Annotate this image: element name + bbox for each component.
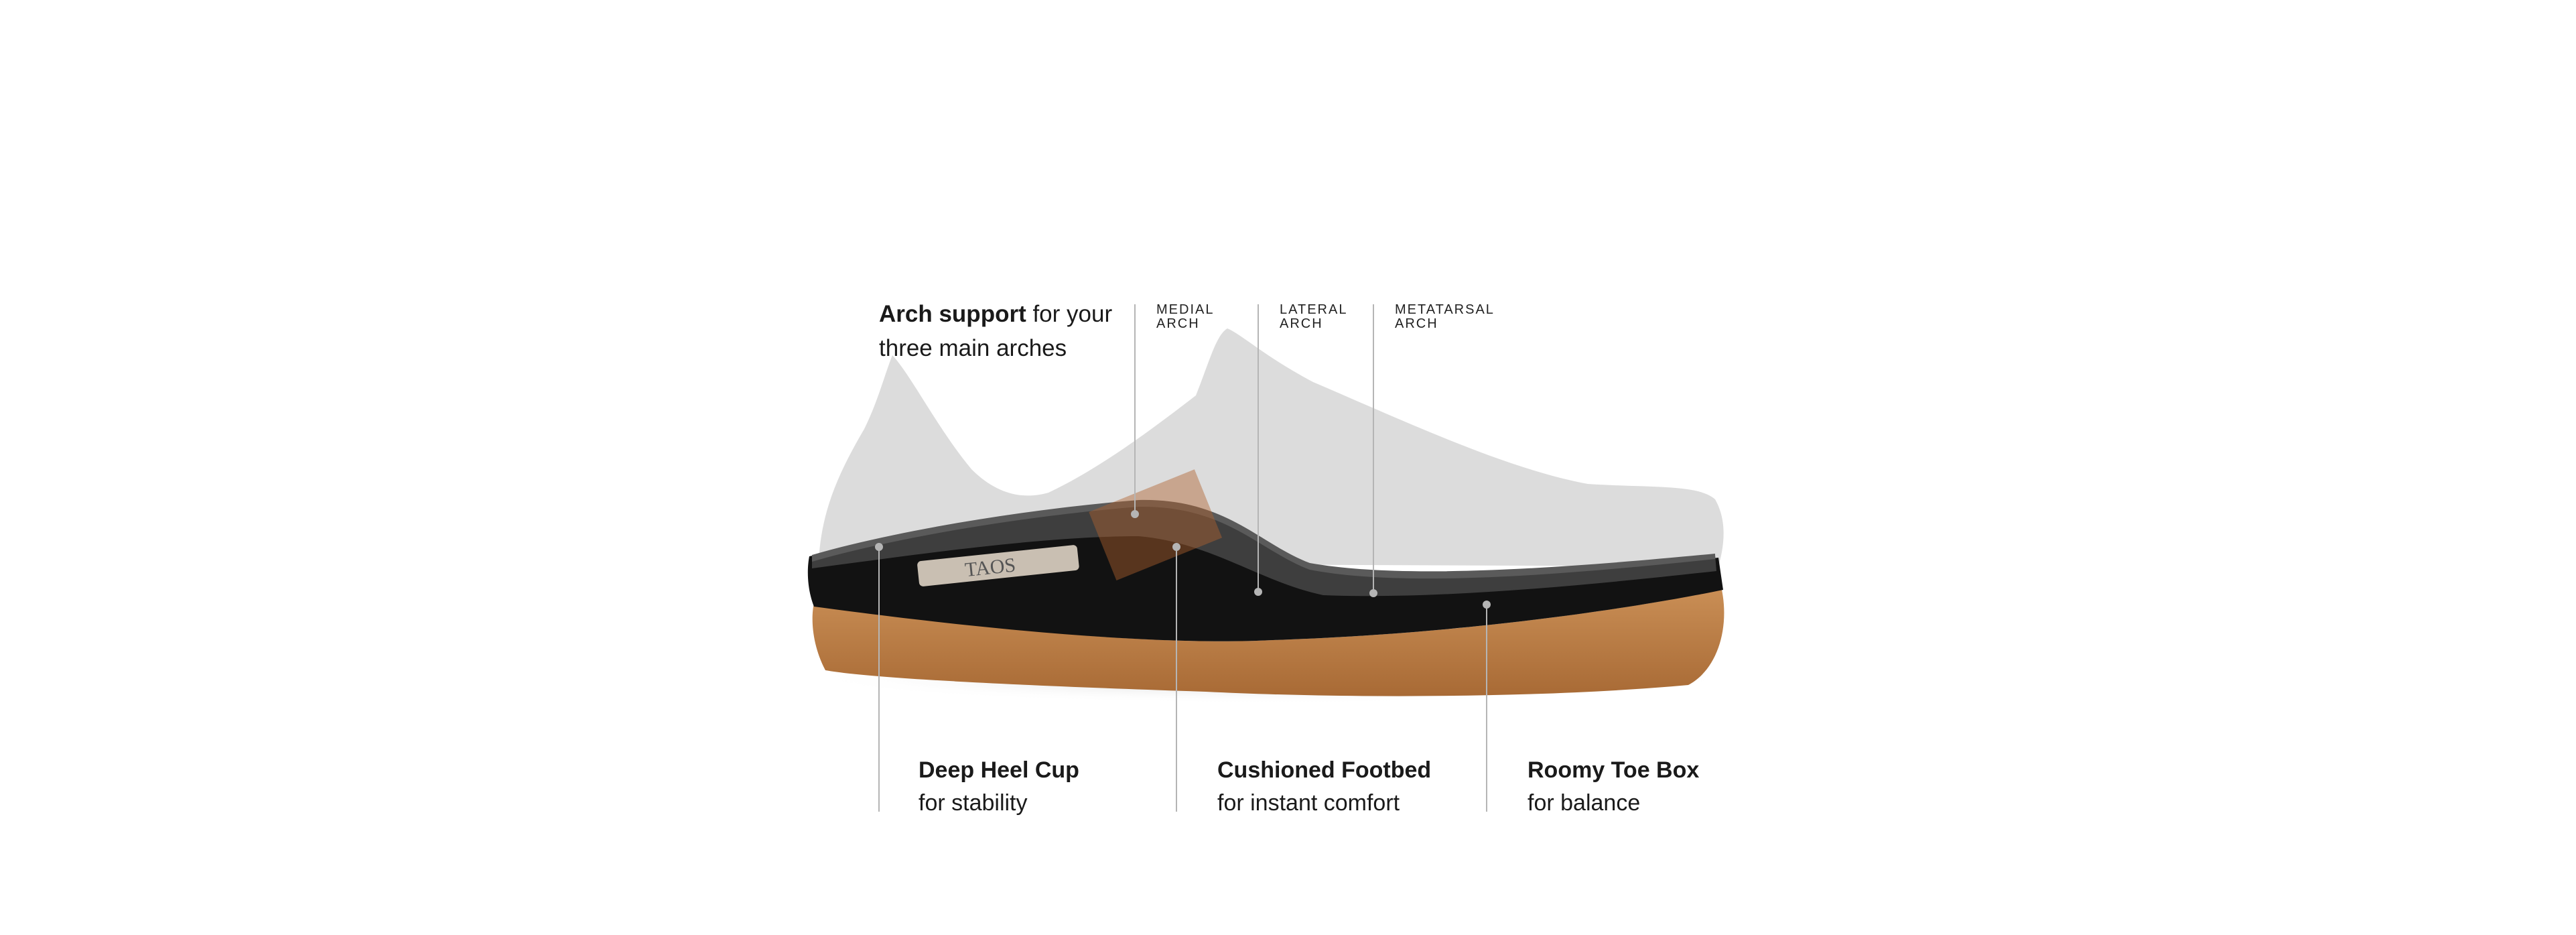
lateral-arch-label: LATERAL ARCH <box>1280 303 1347 331</box>
svg-text:TAOS: TAOS <box>964 554 1017 581</box>
feature-cushioned-footbed: Cushioned Footbed for instant comfort <box>1217 754 1431 820</box>
feature-deep-heel-cup: Deep Heel Cup for stability <box>919 754 1079 820</box>
label-line: METATARSAL <box>1395 302 1495 317</box>
metatarsal-arch-label: METATARSAL ARCH <box>1395 303 1495 331</box>
cork-sole <box>812 590 1724 696</box>
label-line: ARCH <box>1156 316 1200 331</box>
feature-subtitle: for instant comfort <box>1217 790 1400 816</box>
feature-subtitle: for balance <box>1528 790 1641 816</box>
feature-roomy-toe-box: Roomy Toe Box for balance <box>1528 754 1699 820</box>
callout-lines <box>875 304 1491 812</box>
label-line: LATERAL <box>1280 302 1348 317</box>
arch-support-line2: three main arches <box>879 335 1067 361</box>
feature-title: Roomy Toe Box <box>1528 757 1700 783</box>
footbed <box>812 501 1716 597</box>
feature-title: Deep Heel Cup <box>919 757 1079 783</box>
feature-title: Cushioned Footbed <box>1217 757 1432 783</box>
arch-support-bold: Arch support <box>879 301 1026 327</box>
footbed-edge <box>812 499 1715 579</box>
arch-support-heading: Arch support for your three main arches <box>879 297 1112 365</box>
medial-arch-label: MEDIAL ARCH <box>1156 303 1214 331</box>
taos-logo-patch: TAOS <box>917 469 1223 586</box>
label-line: ARCH <box>1395 316 1438 331</box>
feature-subtitle: for stability <box>919 790 1028 816</box>
arch-support-rest: for your <box>1026 301 1113 327</box>
label-line: MEDIAL <box>1156 302 1215 317</box>
label-line: ARCH <box>1280 316 1323 331</box>
shoe-upper <box>819 328 1724 566</box>
